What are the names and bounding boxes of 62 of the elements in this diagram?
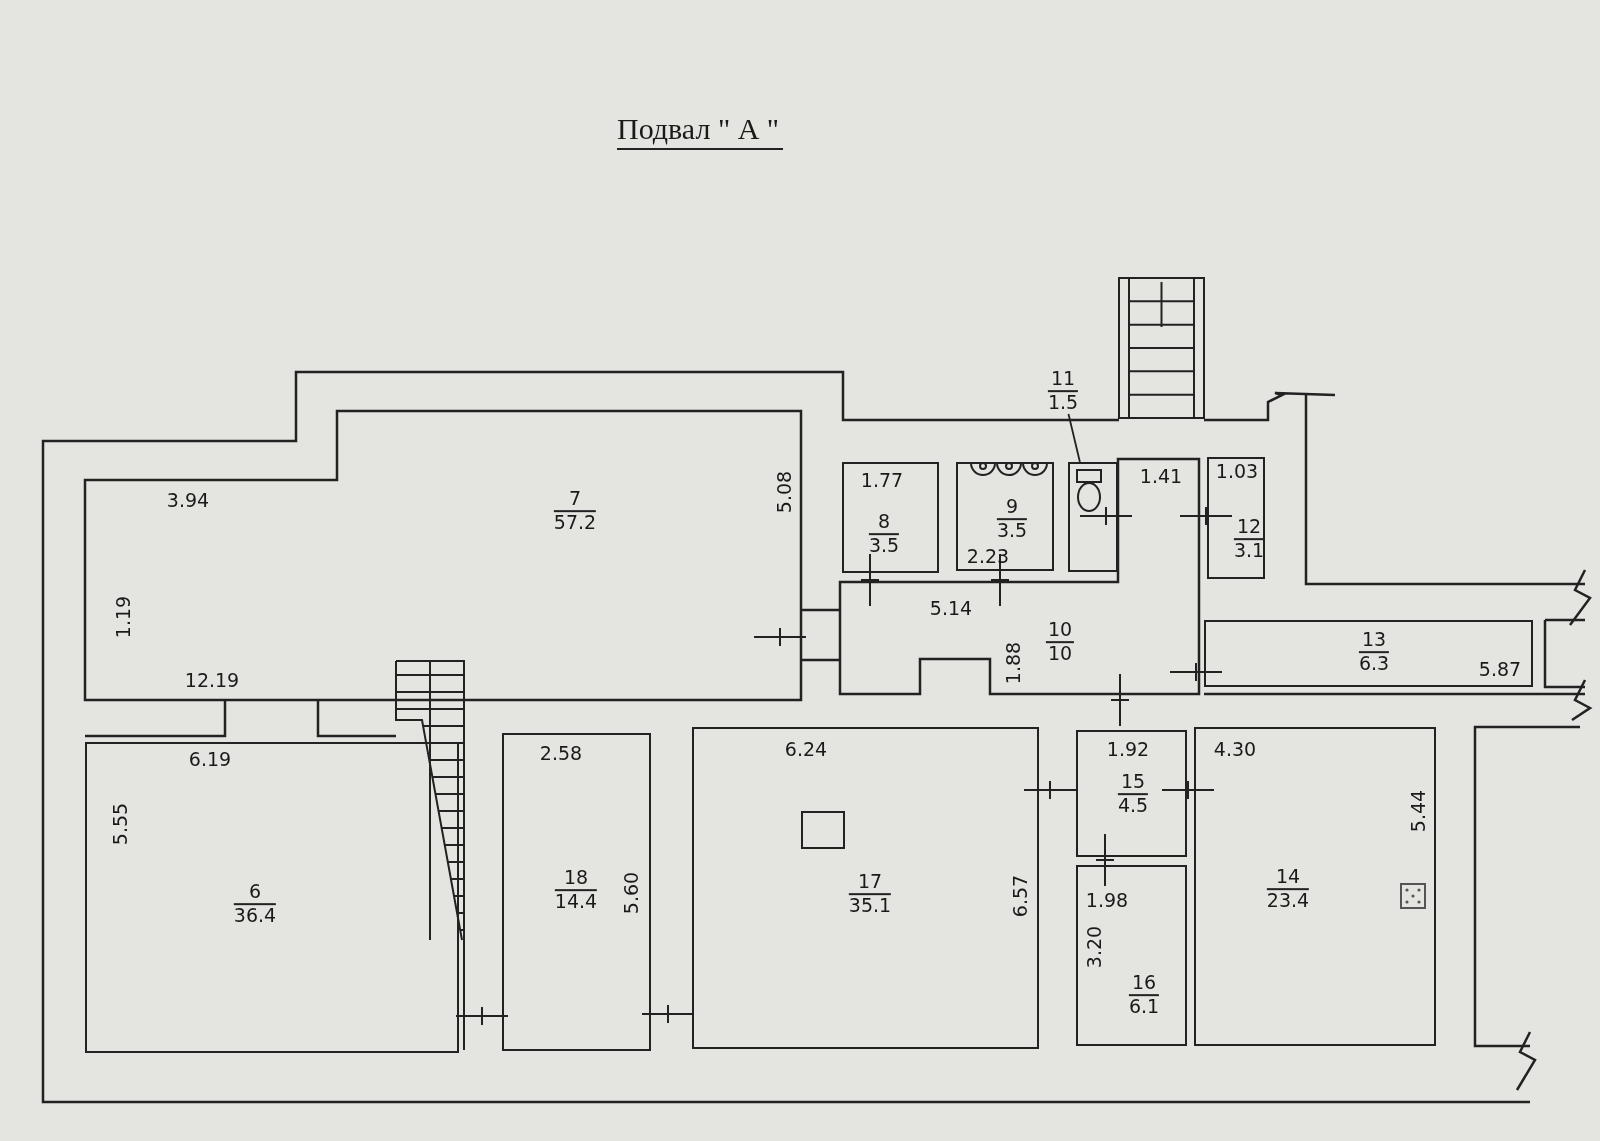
room-outline <box>1204 620 1533 687</box>
room-outline <box>842 462 939 573</box>
room-area: 3.5 <box>868 535 900 557</box>
dimension-label: 5.14 <box>929 597 973 619</box>
room-outline <box>85 742 459 1053</box>
room-number: 11 <box>1047 368 1079 392</box>
room-outline <box>1068 462 1118 572</box>
room-number: 14 <box>1266 866 1310 890</box>
room-outline <box>1076 730 1187 857</box>
dimension-label: 1.88 <box>1002 641 1024 685</box>
room-number: 8 <box>868 511 900 535</box>
dimension-label: 4.30 <box>1213 738 1257 760</box>
room-area: 36.4 <box>233 905 277 927</box>
room-outline <box>956 462 1054 571</box>
dimension-label: 3.94 <box>166 489 210 511</box>
room-number: 16 <box>1128 972 1160 996</box>
room-area: 6.1 <box>1128 996 1160 1018</box>
room-outline <box>1076 865 1187 1046</box>
room-area: 10 <box>1045 643 1075 665</box>
dimension-label: 6.57 <box>1009 874 1031 918</box>
dimension-label: 2.58 <box>539 742 583 764</box>
room-outline <box>1194 727 1436 1046</box>
dimension-label: 6.19 <box>188 748 232 770</box>
room-area: 23.4 <box>1266 890 1310 912</box>
plan-title: Подвал " А " <box>617 112 784 150</box>
room-number: 17 <box>848 871 892 895</box>
leader-line <box>1067 413 1081 463</box>
room-area: 57.2 <box>553 512 597 534</box>
room-outline <box>85 411 801 700</box>
room-number: 6 <box>233 881 277 905</box>
room-area: 35.1 <box>848 895 892 917</box>
room-area: 14.4 <box>554 891 598 913</box>
room-number: 9 <box>996 496 1028 520</box>
dimension-label: 1.92 <box>1106 738 1150 760</box>
dimension-label: 5.87 <box>1478 658 1522 680</box>
dimension-label: 5.55 <box>109 802 131 846</box>
room-number: 10 <box>1045 619 1075 643</box>
room-area: 6.3 <box>1358 653 1390 675</box>
dimension-label: 1.41 <box>1139 465 1183 487</box>
dimension-label: 1.19 <box>112 595 134 639</box>
room-outline <box>692 727 1039 1049</box>
dimension-label: 3.20 <box>1083 925 1105 969</box>
dimension-label: 5.08 <box>773 470 795 514</box>
room-outline <box>1207 457 1265 579</box>
room-number: 18 <box>554 867 598 891</box>
dimension-label: 1.98 <box>1085 889 1129 911</box>
room-area: 3.5 <box>996 520 1028 542</box>
room-area: 3.1 <box>1233 540 1265 562</box>
room-outline <box>502 733 651 1051</box>
dimension-label: 6.24 <box>784 738 828 760</box>
room-area: 4.5 <box>1117 795 1149 817</box>
room-number: 7 <box>553 488 597 512</box>
dimension-label: 12.19 <box>184 669 240 691</box>
room-number: 12 <box>1233 516 1265 540</box>
room-area: 1.5 <box>1047 392 1079 414</box>
room-number: 15 <box>1117 771 1149 795</box>
dimension-label: 5.60 <box>620 871 642 915</box>
dimension-label: 5.44 <box>1407 789 1429 833</box>
dimension-label: 1.03 <box>1215 460 1259 482</box>
dimension-label: 2.23 <box>966 545 1010 567</box>
room-number: 13 <box>1358 629 1390 653</box>
dimension-label: 1.77 <box>860 469 904 491</box>
